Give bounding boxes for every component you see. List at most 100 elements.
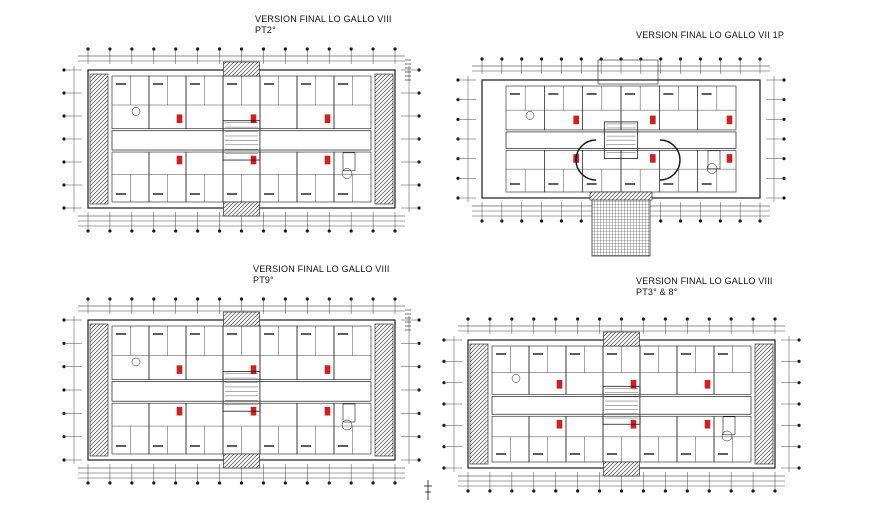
- furniture-circle: [721, 430, 733, 442]
- red-fixture: [650, 115, 656, 125]
- grid-bubble: [797, 402, 801, 406]
- grid-bubble: [698, 57, 703, 61]
- grid-bubble: [196, 297, 200, 301]
- grid-bubble: [773, 489, 777, 493]
- red-fixture: [704, 419, 711, 429]
- grid-bubble: [108, 229, 112, 233]
- furniture-circle: [706, 163, 718, 174]
- grid-bubble: [86, 229, 90, 233]
- red-fixture: [556, 380, 563, 389]
- dining-table: [722, 416, 736, 436]
- plan-title-text: VERSION FINAL LO GALLO VIII: [636, 276, 773, 286]
- grid-bubble: [442, 423, 446, 427]
- grid-bubble: [239, 481, 244, 485]
- grid-bubble: [217, 47, 222, 51]
- red-fixture: [250, 114, 257, 124]
- grid-bubble: [456, 98, 460, 102]
- furniture-circle: [511, 374, 521, 383]
- grid-bubble: [663, 489, 667, 493]
- red-fixture: [630, 380, 637, 389]
- grid-bubble: [520, 57, 524, 61]
- plan-title-pt2: VERSION FINAL LO GALLO VIII PT2°: [255, 14, 392, 36]
- hatched-core: [374, 73, 394, 205]
- grid-bubble: [576, 317, 580, 321]
- grid-bubble: [456, 117, 460, 121]
- grid-bubble: [782, 117, 786, 121]
- corridor: [491, 395, 752, 415]
- grid-bubble: [641, 317, 646, 321]
- plan-title-1p: VERSION FINAL LO GALLO VII 1P: [636, 30, 784, 41]
- grid-bubble: [196, 481, 200, 485]
- grid-bubble: [500, 57, 504, 61]
- grid-bubble: [217, 229, 222, 233]
- hatched-patch: [223, 311, 260, 327]
- hatched-core: [374, 323, 394, 457]
- grid-bubble: [130, 297, 134, 301]
- grid-bubble: [152, 297, 156, 301]
- grid-bubble: [718, 219, 722, 223]
- grid-bubble: [758, 219, 762, 223]
- dining-table: [342, 152, 356, 172]
- grid-bubble: [554, 317, 558, 321]
- hatched-patch: [603, 331, 640, 347]
- red-fixture: [726, 154, 733, 163]
- grid-bubble: [239, 47, 244, 51]
- grid-bubble: [729, 317, 733, 321]
- grid-bubble: [417, 435, 421, 439]
- grid-bubble: [466, 317, 470, 321]
- plan-title-text: VERSION FINAL LO GALLO VII 1P: [636, 30, 785, 40]
- grid-bubble: [108, 47, 112, 51]
- grid-bubble: [152, 481, 156, 485]
- grid-bubble: [261, 297, 266, 301]
- grid-bubble: [371, 481, 375, 485]
- floor-plan-pt2: [62, 47, 421, 233]
- grid-bubble: [152, 47, 156, 51]
- hatched-patch: [223, 201, 260, 217]
- stair-core: [603, 121, 639, 159]
- grid-bubble: [782, 98, 786, 102]
- red-fixture: [324, 365, 331, 374]
- grid-bubble: [349, 229, 353, 233]
- grid-bubble: [417, 160, 421, 164]
- plan-title-pt9: VERSION FINAL LO GALLO VIII PT9°: [253, 264, 390, 286]
- grid-bubble: [62, 458, 66, 462]
- grid-bubble: [327, 481, 331, 485]
- grid-bubble: [305, 481, 309, 485]
- grid-bubble: [559, 219, 564, 223]
- grid-bubble: [62, 411, 66, 415]
- grid-bubble: [678, 219, 683, 223]
- grid-bubble: [619, 489, 624, 493]
- furniture-circle: [341, 419, 353, 431]
- grid-bubble: [797, 445, 801, 449]
- grid-bubble: [442, 338, 446, 342]
- grid-bubble: [417, 68, 421, 72]
- grid-bubble: [86, 47, 90, 51]
- grid-bubble: [579, 57, 583, 61]
- grid-bubble: [174, 229, 178, 233]
- grid-bubble: [659, 219, 663, 223]
- plan-subtitle-text: PT2°: [255, 25, 276, 35]
- plan-title-text: VERSION FINAL LO GALLO VIII: [253, 264, 390, 274]
- floor-plan-pt9: [62, 297, 421, 485]
- grid-bubble: [327, 229, 331, 233]
- red-fixture: [726, 115, 733, 125]
- grid-bubble: [797, 423, 801, 427]
- grid-bubble: [283, 481, 287, 485]
- grid-bubble: [554, 489, 558, 493]
- grid-bubble: [417, 137, 421, 141]
- grid-bubble: [539, 219, 544, 223]
- grid-bubble: [130, 47, 134, 51]
- grid-bubble: [663, 317, 667, 321]
- hatched-core: [469, 343, 489, 465]
- hatched-patch: [603, 461, 640, 477]
- grid-bubble: [130, 481, 134, 485]
- red-fixture: [324, 155, 331, 165]
- furniture-circle: [131, 357, 141, 367]
- grid-bubble: [751, 489, 755, 493]
- grid-bubble: [196, 229, 200, 233]
- grid-bubble: [738, 219, 742, 223]
- red-fixture: [250, 365, 257, 374]
- plan-title-text: VERSION FINAL LO GALLO VIII: [255, 14, 392, 24]
